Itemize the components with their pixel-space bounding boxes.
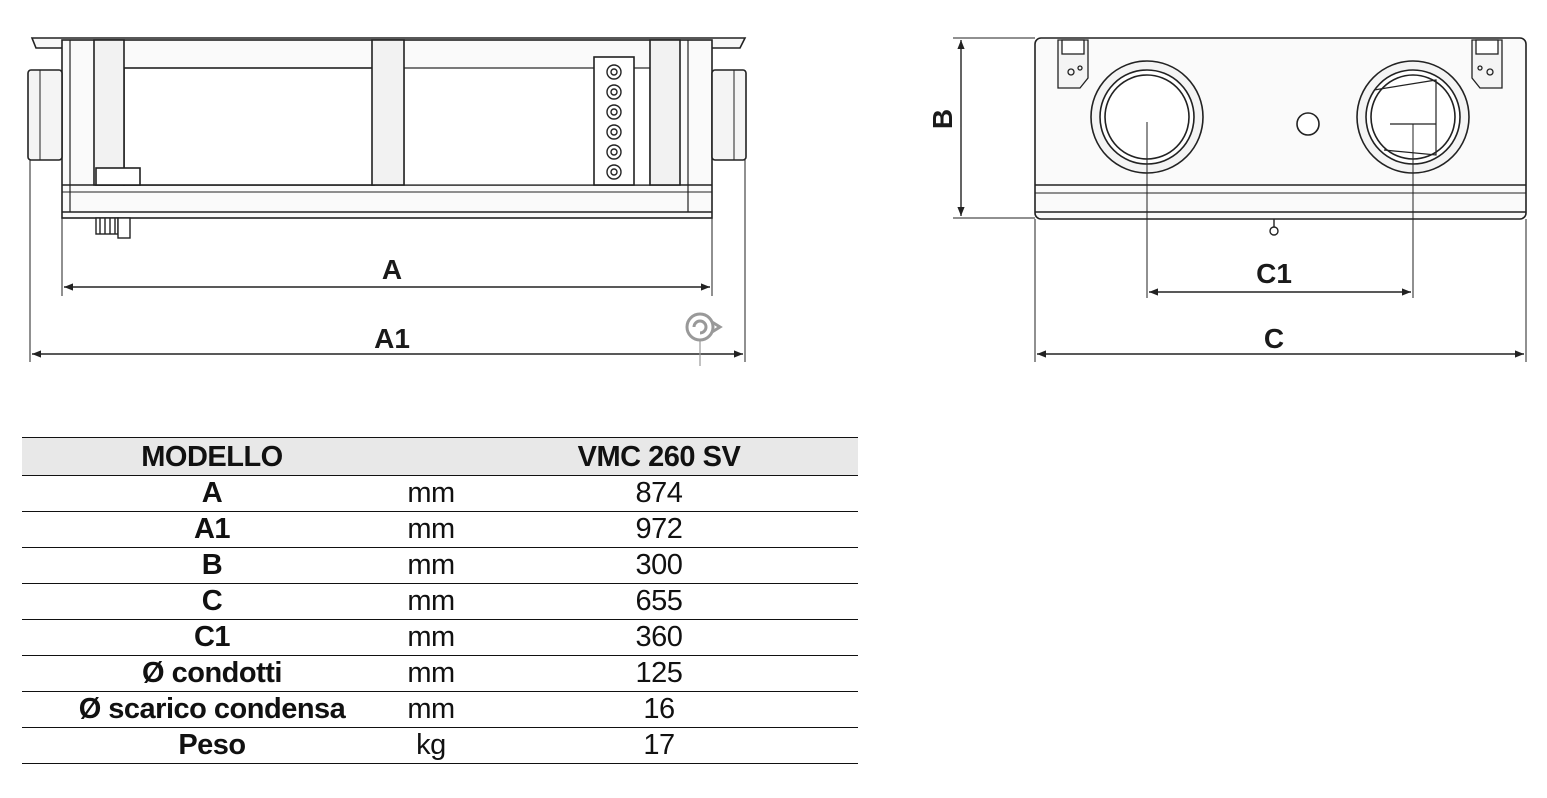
terminal-block <box>606 64 622 180</box>
row-name: A1 <box>22 511 402 548</box>
row-value: 874 <box>460 475 858 512</box>
table-row: Ø condotti mm 125 <box>22 655 858 692</box>
row-value: 125 <box>460 655 858 692</box>
header-model-name: VMC 260 SV <box>460 437 858 476</box>
duct-spigot-right <box>711 69 747 161</box>
row-unit: mm <box>402 691 460 728</box>
mounting-bracket-right <box>649 39 681 186</box>
row-name: A <box>22 475 402 512</box>
header-model-label: MODELLO <box>22 437 402 476</box>
spec-table: MODELLO VMC 260 SV A mm 874 A1 mm 972 B … <box>22 437 858 764</box>
row-unit: mm <box>402 547 460 584</box>
row-name: B <box>22 547 402 584</box>
row-value: 300 <box>460 547 858 584</box>
cable-gland <box>1296 112 1320 136</box>
row-value: 16 <box>460 691 858 728</box>
rotation-symbol <box>685 312 723 366</box>
terminal-strip <box>593 56 635 186</box>
row-name: C1 <box>22 619 402 656</box>
dimension-label-c: C <box>1264 323 1284 354</box>
row-value: 655 <box>460 583 858 620</box>
table-row: A mm 874 <box>22 475 858 512</box>
row-name: Peso <box>22 727 402 764</box>
row-unit: mm <box>402 511 460 548</box>
dimension-label-b: B <box>927 109 958 129</box>
dimension-label-a1: A1 <box>374 323 410 354</box>
row-unit: mm <box>402 475 460 512</box>
header-unit-blank <box>402 437 460 476</box>
mounting-bracket-center <box>371 39 405 186</box>
mounting-bracket-front-left <box>1057 39 1089 89</box>
dimension-label-c1: C1 <box>1256 258 1292 289</box>
row-unit: kg <box>402 727 460 764</box>
table-row: B mm 300 <box>22 547 858 584</box>
mounting-bracket-left <box>93 39 125 186</box>
condensate-drain-front <box>1269 219 1279 236</box>
row-value: 972 <box>460 511 858 548</box>
duct-port-right <box>1356 60 1470 298</box>
table-row: A1 mm 972 <box>22 511 858 548</box>
dimension-label-a: A <box>382 254 402 285</box>
mounting-bracket-front-right <box>1471 39 1503 89</box>
front-view <box>953 37 1527 362</box>
row-name: Ø condotti <box>22 655 402 692</box>
condensate-drain <box>95 217 131 239</box>
row-unit: mm <box>402 655 460 692</box>
table-row: C mm 655 <box>22 583 858 620</box>
row-unit: mm <box>402 583 460 620</box>
duct-port-left <box>1090 60 1204 298</box>
row-value: 360 <box>460 619 858 656</box>
row-name: Ø scarico condensa <box>22 691 402 728</box>
table-row: C1 mm 360 <box>22 619 858 656</box>
duct-spigot-left <box>27 69 63 161</box>
table-row: Peso kg 17 <box>22 727 858 764</box>
row-name: C <box>22 583 402 620</box>
side-panel <box>123 67 375 186</box>
side-view <box>27 37 747 366</box>
technical-drawing: A A1 <box>27 37 1527 366</box>
row-value: 17 <box>460 727 858 764</box>
table-row: Ø scarico condensa mm 16 <box>22 691 858 728</box>
table-header-row: MODELLO VMC 260 SV <box>22 437 858 476</box>
row-unit: mm <box>402 619 460 656</box>
